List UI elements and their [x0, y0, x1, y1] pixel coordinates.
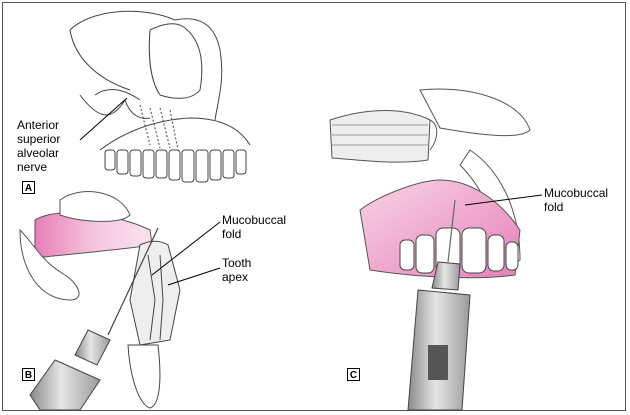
retractor-c	[329, 110, 438, 163]
lip-b	[19, 191, 131, 301]
mucobuccal-leader-b	[151, 221, 221, 276]
syringe-c	[407, 199, 471, 411]
tooth-b	[127, 240, 181, 409]
label-mucobuccal-fold-c: Mucobuccal fold	[544, 186, 609, 214]
syringe-b	[29, 227, 159, 411]
label-mucobuccal-fold-b: Mucobuccal fold	[222, 213, 287, 241]
panel-letter-c: C	[347, 368, 360, 381]
mucobuccal-leader-c	[464, 194, 543, 206]
figure-frame	[2, 2, 626, 411]
teeth-c	[399, 227, 519, 274]
label-tooth-apex: Tooth apex	[222, 256, 252, 284]
panel-letter-b: B	[22, 368, 35, 381]
apex-leader-b	[167, 267, 221, 286]
skull-drawing	[69, 10, 251, 151]
panel-letter-a: A	[22, 181, 35, 194]
label-anterior-superior-alveolar-nerve: Anterior superior alveolar nerve	[17, 118, 61, 174]
nerve-leader-line	[79, 97, 128, 141]
upper-teeth-a	[104, 149, 247, 183]
